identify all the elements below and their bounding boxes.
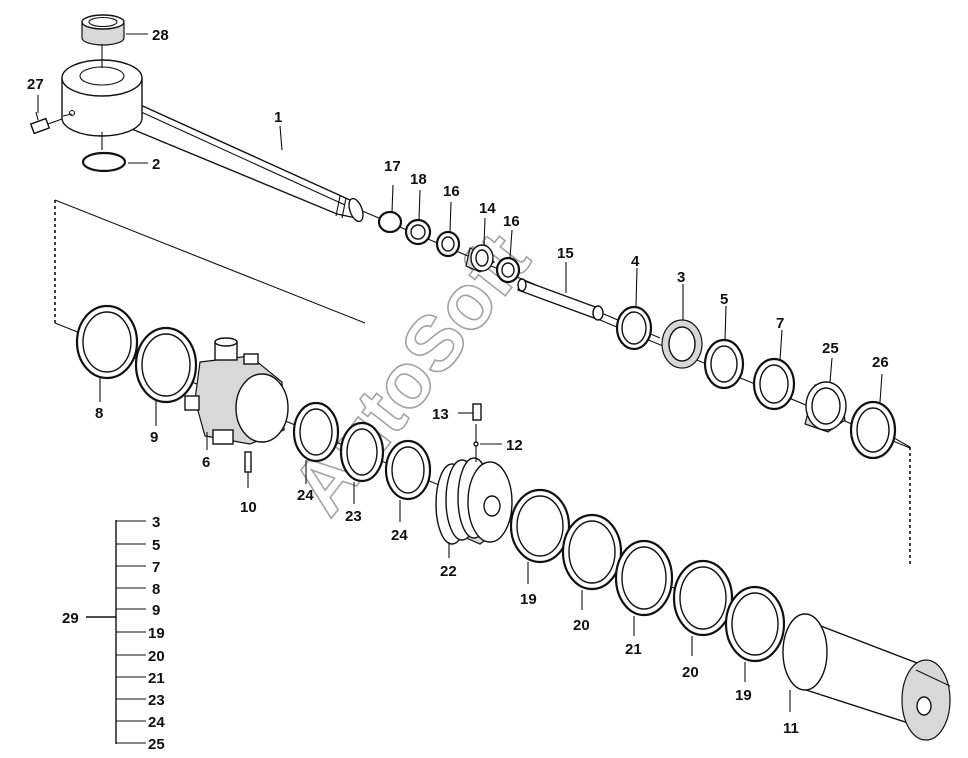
part-20-ring-a xyxy=(561,513,623,610)
part-24-ring-a xyxy=(292,401,340,484)
part-15-shaft xyxy=(517,262,604,321)
part-4-snap-ring xyxy=(615,267,653,351)
part-12-pin xyxy=(473,424,502,462)
callout-21: 21 xyxy=(625,641,642,658)
part-19-ring-b xyxy=(724,585,786,682)
callout-24a: 24 xyxy=(297,487,314,504)
part-11-cylinder-tube xyxy=(782,613,951,741)
part-7-seal xyxy=(752,329,796,411)
callout-16a: 16 xyxy=(443,183,460,200)
callout-14: 14 xyxy=(479,200,496,217)
part-10-bolt xyxy=(244,451,252,488)
part-20-ring-b xyxy=(672,559,734,656)
part-8-ring xyxy=(75,304,139,402)
part-26-ring xyxy=(849,373,897,460)
callout-10: 10 xyxy=(240,499,257,516)
kit-item: 19 xyxy=(148,625,165,642)
callout-27: 27 xyxy=(27,76,44,93)
callout-25: 25 xyxy=(822,340,839,357)
part-3-gland xyxy=(661,284,703,369)
callout-7: 7 xyxy=(776,315,784,332)
part-14-bush xyxy=(465,217,495,273)
callout-4: 4 xyxy=(631,253,640,270)
kit-item: 5 xyxy=(152,537,160,554)
callout-15: 15 xyxy=(557,245,574,262)
kit-item: 24 xyxy=(148,714,165,731)
kit-item: 7 xyxy=(152,559,160,576)
callout-18: 18 xyxy=(410,171,427,188)
callout-16b: 16 xyxy=(503,213,520,230)
callout-9: 9 xyxy=(150,429,158,446)
callout-28: 28 xyxy=(152,27,169,44)
callout-2: 2 xyxy=(152,156,160,173)
callout-23: 23 xyxy=(345,508,362,525)
callout-8: 8 xyxy=(95,405,103,422)
part-24-ring-b xyxy=(384,439,432,522)
callout-20b: 20 xyxy=(682,664,699,681)
callout-6: 6 xyxy=(202,454,210,471)
kit-item: 8 xyxy=(152,581,160,598)
callout-12: 12 xyxy=(506,437,523,454)
part-16-ring-b xyxy=(495,229,521,284)
callout-13: 13 xyxy=(432,406,449,423)
part-21-ring xyxy=(614,539,674,636)
part-25-bushing xyxy=(804,357,847,433)
part-1-piston-rod xyxy=(61,44,364,223)
callout-20a: 20 xyxy=(573,617,590,634)
kit-item: 9 xyxy=(152,602,160,619)
kit-29-bracket xyxy=(86,520,146,744)
kit-item: 21 xyxy=(148,670,165,687)
callout-19b: 19 xyxy=(735,687,752,704)
callout-1-leader xyxy=(279,125,283,151)
kit-item: 25 xyxy=(148,736,165,753)
part-28-bushing xyxy=(81,14,148,46)
part-2-o-ring xyxy=(81,151,148,173)
part-19-ring-a xyxy=(509,488,571,584)
kit-item: 23 xyxy=(148,692,165,709)
callout-1: 1 xyxy=(274,109,282,126)
part-17-ring xyxy=(377,184,403,234)
part-18-seal xyxy=(404,189,432,246)
part-13-pin xyxy=(458,403,482,421)
kit-29-label: 29 xyxy=(62,610,79,627)
part-23-ring xyxy=(339,421,385,504)
callout-22: 22 xyxy=(440,563,457,580)
part-27-grease-nipple xyxy=(29,111,63,135)
part-6-cylinder-head xyxy=(184,337,289,450)
callout-26: 26 xyxy=(872,354,889,371)
part-5-wiper xyxy=(703,305,745,390)
kit-item: 3 xyxy=(152,514,160,531)
part-9-ring xyxy=(134,326,198,426)
callout-17: 17 xyxy=(384,158,401,175)
kit-item: 20 xyxy=(148,648,165,665)
callout-19a: 19 xyxy=(520,591,537,608)
part-16-ring-a xyxy=(435,201,461,258)
callout-24b: 24 xyxy=(391,527,408,544)
callout-3: 3 xyxy=(677,269,685,286)
callout-5: 5 xyxy=(720,291,728,308)
part-22-piston xyxy=(435,457,513,558)
callout-11: 11 xyxy=(783,720,799,737)
